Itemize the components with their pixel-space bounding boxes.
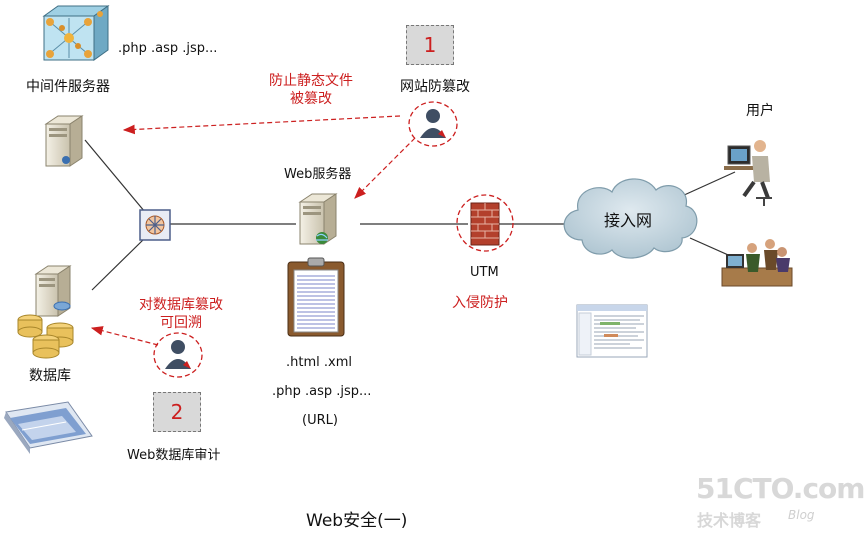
user-label: 用户 — [746, 103, 774, 119]
user-at-computer-icon — [724, 140, 772, 206]
watermark-site: 51CTO.com — [696, 472, 864, 505]
prevent-static-annotation: 防止静态文件 被篡改 — [256, 72, 366, 108]
link-database-switch — [91, 237, 146, 291]
arrow-to-middleware — [122, 115, 401, 135]
admin-user-icon-1 — [408, 101, 458, 147]
firewall-icon — [456, 194, 514, 252]
middleware-server-label: 中间件服务器 — [26, 79, 110, 95]
arrow-to-webserver — [354, 137, 416, 199]
middleware-server-icon — [44, 115, 84, 167]
switch-icon — [139, 209, 171, 241]
database-label: 数据库 — [29, 368, 71, 384]
diagram-canvas — [4, 5, 793, 454]
arrow-to-database — [90, 326, 159, 346]
link-cloud-user1 — [681, 171, 736, 197]
web-server-label: Web服务器 — [284, 167, 352, 182]
intrusion-prevention-label: 入侵防护 — [452, 295, 508, 311]
web-db-audit-label: Web数据库审计 — [127, 448, 221, 463]
user-group-icon — [721, 239, 793, 287]
clipboard-icon — [287, 257, 345, 337]
web-file-types-1: .html .xml — [286, 355, 352, 370]
middleware-cube-icon — [42, 5, 110, 61]
middleware-extensions: .php .asp .jsp... — [118, 41, 218, 56]
web-pages-icon — [4, 401, 93, 454]
website-tamper-protection-label: 网站防篡改 — [400, 79, 470, 95]
db-trace-annotation: 对数据库篡改 可回溯 — [126, 296, 236, 332]
red-dashed-arrows — [90, 115, 416, 346]
web-file-types-2: .php .asp .jsp... — [272, 384, 372, 399]
step-1-badge: 1 — [406, 25, 454, 65]
watermark-tagline: 技术博客 — [697, 511, 762, 530]
database-server-icon — [34, 265, 72, 317]
access-network-cloud-icon — [563, 178, 698, 259]
watermark-blog: Blog — [788, 508, 815, 522]
web-file-types-3: (URL) — [302, 413, 338, 428]
access-network-label: 接入网 — [604, 211, 653, 230]
admin-user-icon-2 — [153, 332, 203, 378]
network-links — [84, 139, 736, 291]
web-server-icon — [298, 193, 338, 245]
db-trace-line2: 可回溯 — [160, 315, 202, 331]
step-2-badge: 2 — [153, 392, 201, 432]
prevent-static-line2: 被篡改 — [290, 91, 332, 107]
prevent-static-line1: 防止静态文件 — [269, 73, 353, 89]
diagram-title: Web安全(一) — [306, 511, 408, 531]
utm-label: UTM — [470, 265, 499, 280]
db-trace-line1: 对数据库篡改 — [139, 297, 223, 313]
database-disks-icon — [17, 314, 74, 359]
link-middleware-switch — [84, 139, 146, 213]
log-screenshot-thumbnail — [576, 304, 648, 358]
